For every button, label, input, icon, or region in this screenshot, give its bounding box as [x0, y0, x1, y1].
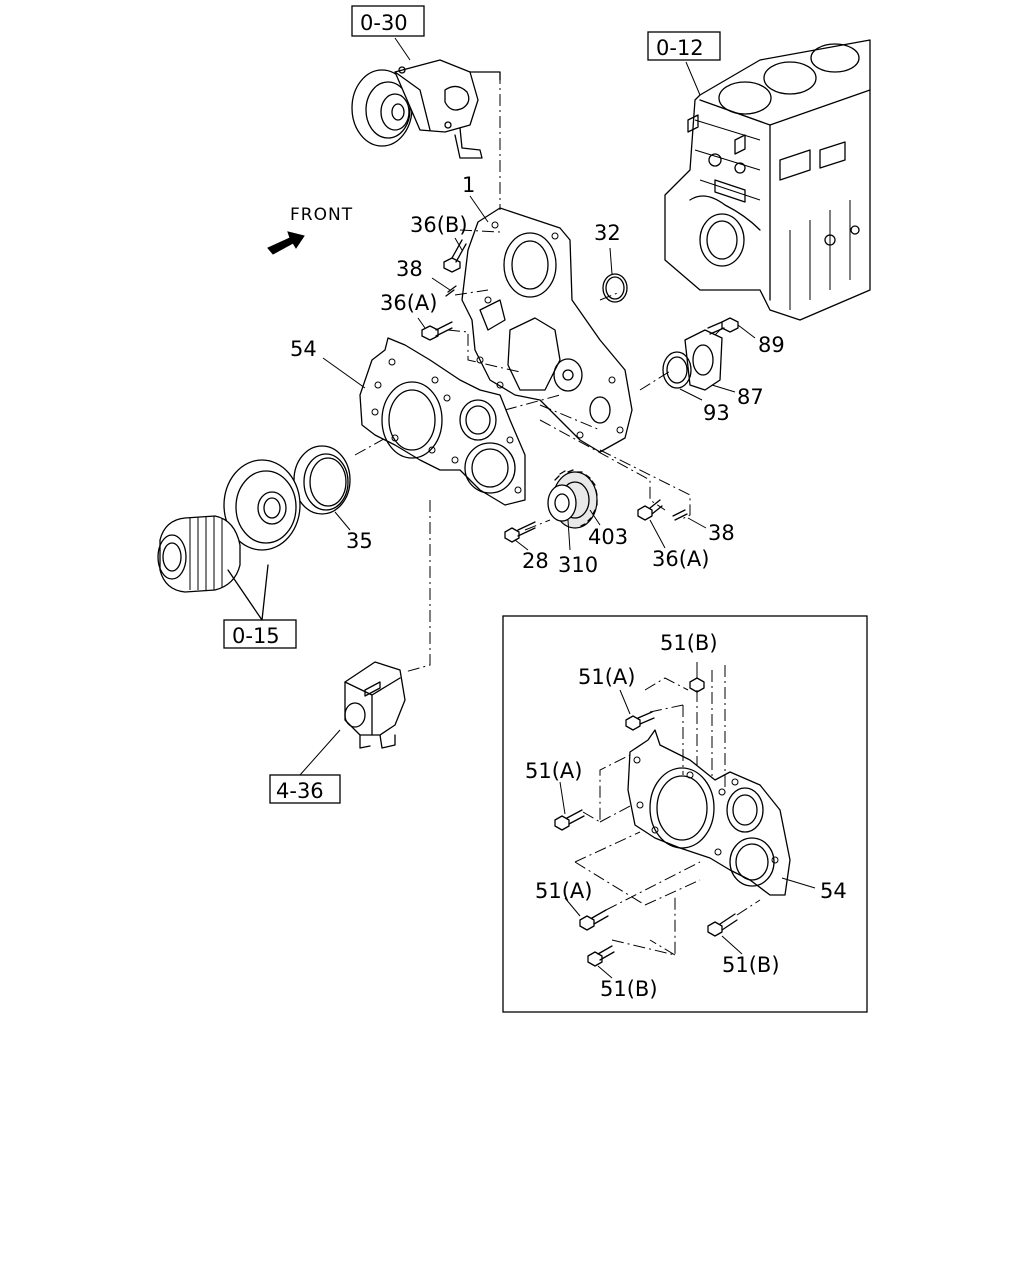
inset-detail-panel: 51(B) 51(A) 51(A) 51(A) 54 51(B) 51(B)	[502, 615, 868, 1013]
crankshaft-pulley-assembly[interactable]	[157, 459, 301, 621]
inset-callout-51b-top: 51(B)	[660, 631, 718, 655]
callout-38-bottom: 38	[708, 521, 735, 545]
callout-89: 89	[758, 333, 785, 357]
inset-bolt-51a-1[interactable]	[619, 689, 655, 731]
front-arrow-icon	[267, 231, 305, 255]
timing-gear-case[interactable]	[461, 195, 633, 453]
bolt-36a-top[interactable]	[417, 317, 453, 341]
front-direction-indicator: FRONT	[267, 205, 353, 255]
inset-bolt-51a-2[interactable]	[554, 781, 585, 831]
inset-bolt-51b-left[interactable]	[587, 945, 615, 979]
component-4-36-illustration[interactable]	[299, 661, 406, 776]
bolt-36b[interactable]	[443, 237, 467, 273]
reference-label: 0-30	[360, 11, 408, 35]
inset-callout-54: 54	[820, 879, 847, 903]
inset-front-plate-54[interactable]	[627, 729, 816, 896]
reference-box-4-36[interactable]: 4-36	[269, 774, 341, 804]
cover-87[interactable]	[684, 329, 736, 393]
bolt-89[interactable]	[707, 317, 756, 339]
inset-callout-51a-2: 51(A)	[525, 759, 582, 783]
engine-block-illustration	[664, 39, 871, 321]
callout-28: 28	[522, 549, 549, 573]
callout-36a-top: 36(A)	[380, 291, 437, 315]
reference-label: 0-12	[656, 36, 704, 60]
oil-seal-35[interactable]	[293, 445, 351, 531]
front-plate-54[interactable]	[322, 337, 526, 506]
bolt-36a-bottom[interactable]	[637, 499, 666, 549]
callout-36a-bottom: 36(A)	[652, 547, 709, 571]
inset-callout-51b-bottom: 51(B)	[600, 977, 658, 1001]
callout-38-top: 38	[396, 257, 423, 281]
inset-bolt-51b-top[interactable]	[689, 662, 705, 693]
inset-bolt-51b-right[interactable]	[707, 913, 743, 955]
callout-54: 54	[290, 337, 317, 361]
o-ring-32[interactable]	[602, 247, 628, 303]
callout-1: 1	[462, 173, 475, 197]
idler-hub-310[interactable]	[547, 484, 577, 551]
reference-box-0-12[interactable]: 0-12	[647, 31, 721, 61]
inset-callout-51a-1: 51(A)	[578, 665, 635, 689]
callout-labels: 1 36(B) 38 36(A) 32 54 89 87 93 35 28 40…	[290, 173, 785, 577]
callout-403: 403	[588, 525, 628, 549]
reference-box-0-15[interactable]: 0-15	[223, 619, 297, 649]
inset-callout-51b-right: 51(B)	[722, 953, 780, 977]
water-pump-illustration	[351, 37, 501, 159]
callout-32: 32	[594, 221, 621, 245]
callout-87: 87	[737, 385, 764, 409]
pin-38-bottom[interactable]	[672, 509, 707, 529]
gasket-93[interactable]	[662, 351, 703, 401]
callout-36b: 36(B)	[410, 213, 468, 237]
reference-label: 4-36	[276, 779, 324, 803]
pin-38-top[interactable]	[431, 277, 457, 297]
callout-310: 310	[558, 553, 598, 577]
reference-label: 0-15	[232, 624, 280, 648]
front-label: FRONT	[290, 205, 353, 225]
leader-lines	[354, 72, 726, 673]
callout-93: 93	[703, 401, 730, 425]
inset-callout-51a-3: 51(A)	[535, 879, 592, 903]
inset-bolt-51a-3[interactable]	[564, 897, 609, 931]
callout-35: 35	[346, 529, 373, 553]
bolt-28[interactable]	[504, 521, 536, 551]
reference-box-0-30[interactable]: 0-30	[351, 5, 425, 37]
